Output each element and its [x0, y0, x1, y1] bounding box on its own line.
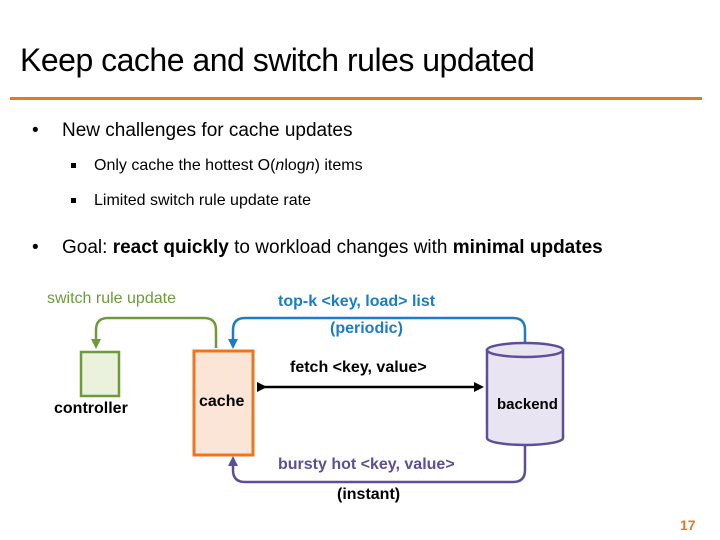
sub-text: Limited switch rule update rate	[94, 192, 311, 209]
goal-mid: to workload changes with	[228, 237, 453, 258]
bullet-text: New challenges for cache updates	[62, 120, 353, 141]
bullet-dot: •	[32, 237, 39, 258]
fetch-label: fetch <key, value>	[290, 359, 427, 376]
sub-text-log: log	[284, 157, 306, 174]
sub-bullet-hottest: Only cache the hottest O(nlogn) items	[71, 157, 363, 175]
topk-list-arrow	[228, 316, 527, 349]
switch-rule-update-arrow	[91, 316, 218, 349]
topk-label-line2: (periodic)	[330, 320, 403, 337]
sub-text-post: ) items	[314, 157, 363, 174]
topk-label-line1: top-k <key, load> list	[278, 293, 436, 310]
goal-bold-minimal: minimal updates	[452, 237, 603, 258]
controller-label: controller	[54, 400, 128, 417]
cache-box	[192, 349, 255, 457]
page-number: 17	[680, 517, 696, 533]
bursty-hot-arrow	[228, 436, 527, 484]
square-bullet-icon	[71, 163, 76, 168]
sub-text-pre: Only cache the hottest O(	[94, 157, 276, 174]
goal-bold-react: react quickly	[112, 237, 229, 258]
bullet-goal: • Goal: react quickly to workload change…	[32, 237, 603, 259]
bullet-challenges: • New challenges for cache updates	[32, 120, 353, 142]
goal-pre: Goal:	[62, 237, 113, 258]
backend-label: backend	[497, 396, 558, 413]
cache-label: cache	[199, 393, 245, 410]
sub-bullet-rate: Limited switch rule update rate	[71, 192, 311, 210]
bullet-dot: •	[32, 120, 39, 141]
switch-rule-update-label: switch rule update	[47, 290, 176, 307]
bursty-label-line2: (instant)	[337, 486, 401, 503]
slide-title: Keep cache and switch rules updated	[20, 42, 535, 78]
sub-text-italic-n2: n	[305, 157, 315, 174]
controller-box	[79, 350, 121, 398]
sub-text-italic-n1: n	[275, 157, 285, 174]
title-divider	[10, 97, 702, 100]
backend-cylinder	[485, 341, 565, 447]
bursty-label-line1: bursty hot <key, value>	[278, 456, 455, 473]
square-bullet-icon	[71, 198, 76, 203]
